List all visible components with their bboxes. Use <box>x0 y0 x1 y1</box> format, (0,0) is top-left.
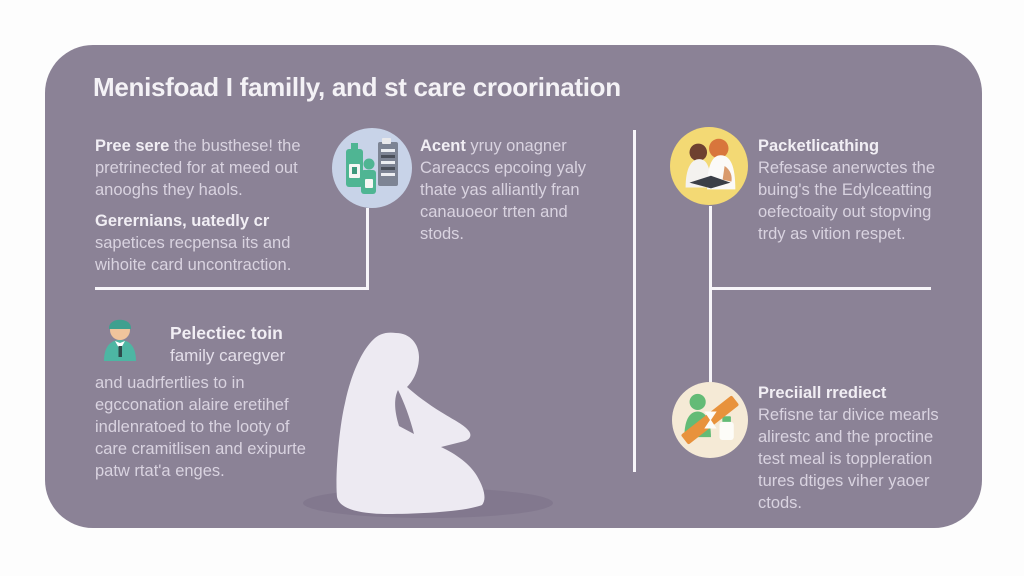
top-middle-lead: Acent <box>420 137 466 155</box>
bottom-left-heading: Pelectiec toin <box>170 323 283 343</box>
connector-right-horizontal <box>709 287 931 290</box>
top-left-paragraph-1: pretrinected for at meed out anooghs the… <box>95 159 298 199</box>
infographic-card: Menisfoad I familly, and st care croorin… <box>45 45 982 528</box>
top-middle-paragraph: Careaccs epcoing yaly thate yas alliantl… <box>420 159 586 243</box>
bottom-right-heading: Preciiall rrediect <box>758 384 887 402</box>
text-block-top-middle: Acent yruy onagner Careaccs epcoing yaly… <box>420 135 620 245</box>
restricted-food-person-icon <box>672 382 748 458</box>
top-left-inline: the busthese! the <box>169 137 301 155</box>
text-block-bottom-left: and uadrfertlies to in egcconation alair… <box>95 372 330 482</box>
center-divider-line <box>633 130 636 472</box>
connector-right-vertical <box>709 206 712 383</box>
medication-bottles-clipboard-icon <box>332 128 412 208</box>
bottom-left-header: Pelectiec toin family caregver <box>170 322 370 367</box>
text-block-top-right: Packetlicathing Refesase anerwctes the b… <box>758 135 963 245</box>
top-left-lead: Pree sere <box>95 137 170 155</box>
text-block-bottom-right: Preciiall rrediect Refisne tar divice me… <box>758 382 968 514</box>
connector-left-horizontal <box>95 287 369 290</box>
top-right-paragraph: Refesase anerwctes the buing's the Edylc… <box>758 159 936 243</box>
bottom-right-paragraph: Refisne tar divice mearls alirestc and t… <box>758 406 939 512</box>
sitting-person-silhouette <box>300 325 620 525</box>
text-block-top-left: Pree sere the busthese! the pretrinected… <box>95 135 330 276</box>
caregiver-avatar-icon <box>103 313 137 361</box>
connector-left-vertical <box>366 208 369 289</box>
bottom-left-subheading: family caregver <box>170 346 286 365</box>
page-title: Menisfoad I familly, and st care croorin… <box>93 72 621 102</box>
top-middle-inline: yruy onagner <box>465 137 567 155</box>
top-right-heading: Packetlicathing <box>758 137 880 155</box>
bottom-left-paragraph: and uadrfertlies to in egcconation alair… <box>95 374 306 480</box>
top-left-paragraph-2: sapetices recpensa its and wihoite card … <box>95 234 292 274</box>
two-people-reading-icon <box>670 127 748 205</box>
top-left-lead-2: Gerernians, uatedly cr <box>95 212 270 230</box>
